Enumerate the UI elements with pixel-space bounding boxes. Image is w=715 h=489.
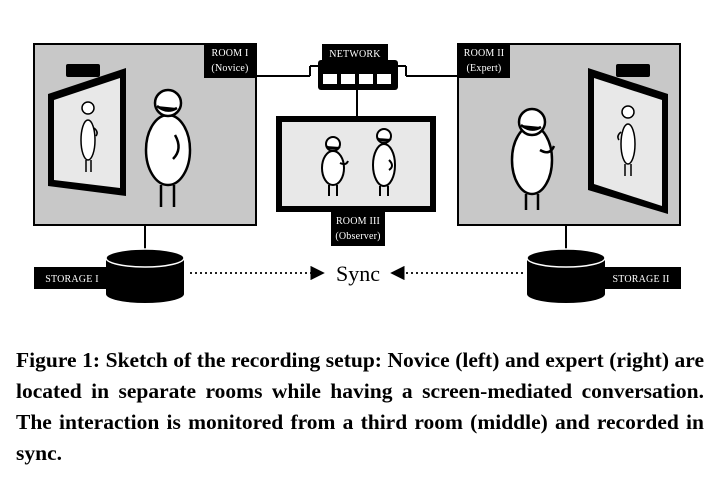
room-3-subtitle: (Observer) bbox=[335, 231, 380, 242]
expert-person-icon bbox=[510, 107, 556, 210]
novice-person-icon bbox=[144, 88, 192, 207]
storage-1-label: STORAGE I bbox=[45, 274, 99, 285]
connection-lines bbox=[144, 65, 567, 250]
caption-text: Sketch of the recording setup: Novice (l… bbox=[16, 348, 705, 465]
room-observer: ROOM III (Observer) bbox=[276, 116, 436, 246]
room-2-subtitle: (Expert) bbox=[467, 63, 502, 74]
database-icon bbox=[527, 258, 605, 303]
figure-number: Figure 1: bbox=[16, 348, 101, 372]
observed-person-icon bbox=[372, 128, 396, 196]
remote-person-icon bbox=[80, 101, 98, 172]
room-3-title: ROOM III bbox=[336, 216, 380, 227]
network-switch: NETWORK bbox=[318, 44, 398, 90]
storage-2-label: STORAGE II bbox=[612, 274, 669, 285]
camera-icon bbox=[66, 64, 100, 77]
room-1-subtitle: (Novice) bbox=[211, 63, 248, 74]
camera-icon bbox=[616, 64, 650, 77]
remote-person-icon bbox=[617, 105, 636, 176]
sync-link: Sync bbox=[190, 261, 523, 286]
figure-caption: Figure 1: Sketch of the recording setup:… bbox=[16, 345, 704, 469]
room-expert: ROOM II (Expert) bbox=[457, 43, 681, 226]
network-label: NETWORK bbox=[329, 49, 381, 60]
storage-2: STORAGE II bbox=[526, 248, 681, 303]
recording-setup-diagram: ROOM I (Novice) ROOM II (Expert) bbox=[33, 43, 681, 303]
storage-1: STORAGE I bbox=[34, 248, 185, 303]
database-icon bbox=[106, 258, 184, 303]
room-novice: ROOM I (Novice) bbox=[33, 43, 257, 226]
sync-label: Sync bbox=[336, 261, 380, 286]
room-2-title: ROOM II bbox=[464, 48, 505, 59]
observed-person-icon bbox=[321, 136, 349, 196]
room-1-title: ROOM I bbox=[211, 48, 248, 59]
